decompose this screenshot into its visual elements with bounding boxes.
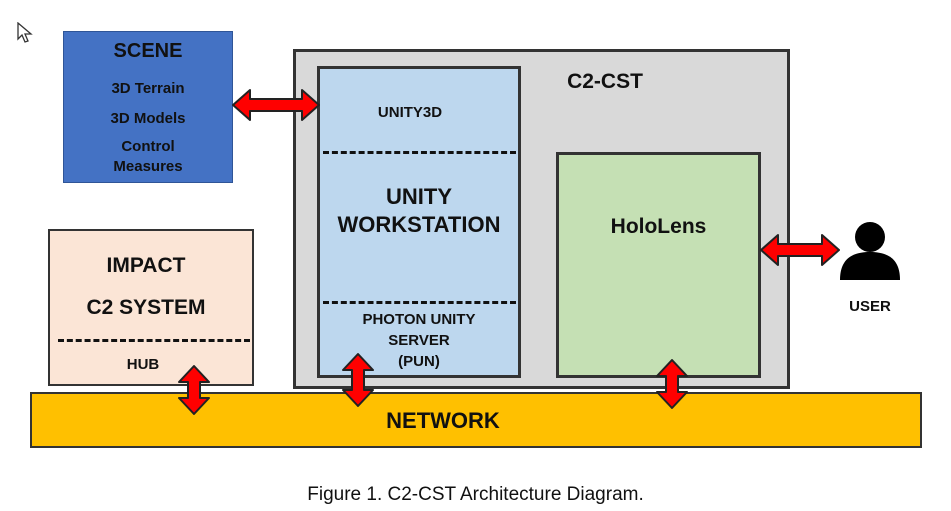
unity-divider-bottom <box>323 301 516 304</box>
hololens-label: HoloLens <box>610 215 707 238</box>
scene-box <box>63 31 233 183</box>
hololens-network-arrow <box>656 359 688 409</box>
impact-c2-system-box <box>48 229 254 386</box>
user-icon <box>840 222 900 280</box>
unity-workstation-box <box>317 66 521 378</box>
photon-server-label: (PUN) <box>398 353 440 370</box>
network-bar <box>30 392 922 448</box>
user-label: USER <box>849 298 891 315</box>
figure-caption: Figure 1. C2-CST Architecture Diagram. <box>307 484 644 505</box>
pun-network-arrow <box>342 353 374 407</box>
unity3d-label: UNITY3D <box>377 104 443 121</box>
photon-server-label: PHOTON UNITY <box>362 311 476 328</box>
unity-workstation-label: UNITY <box>386 184 452 209</box>
scene-title: SCENE <box>113 40 183 62</box>
hub-network-arrow <box>178 365 210 415</box>
hololens-user-arrow <box>760 234 840 266</box>
scene-item: 3D Models <box>110 110 186 127</box>
c2-system-label: C2 SYSTEM <box>86 296 206 319</box>
scene-item: 3D Terrain <box>111 80 185 97</box>
scene-item: Measures <box>113 158 183 175</box>
unity-workstation-label: WORKSTATION <box>337 212 501 237</box>
impact-label: IMPACT <box>106 254 186 277</box>
c2cst-title: C2-CST <box>567 70 643 93</box>
photon-server-label: SERVER <box>388 332 450 349</box>
hololens-box <box>556 152 761 378</box>
scene-unity-arrow <box>232 89 320 121</box>
scene-item: Control <box>121 138 175 155</box>
hub-label: HUB <box>126 356 160 373</box>
mouse-cursor-icon <box>17 22 33 43</box>
network-label: NETWORK <box>386 408 500 433</box>
impact-divider <box>58 339 250 342</box>
unity-divider-top <box>323 151 516 154</box>
